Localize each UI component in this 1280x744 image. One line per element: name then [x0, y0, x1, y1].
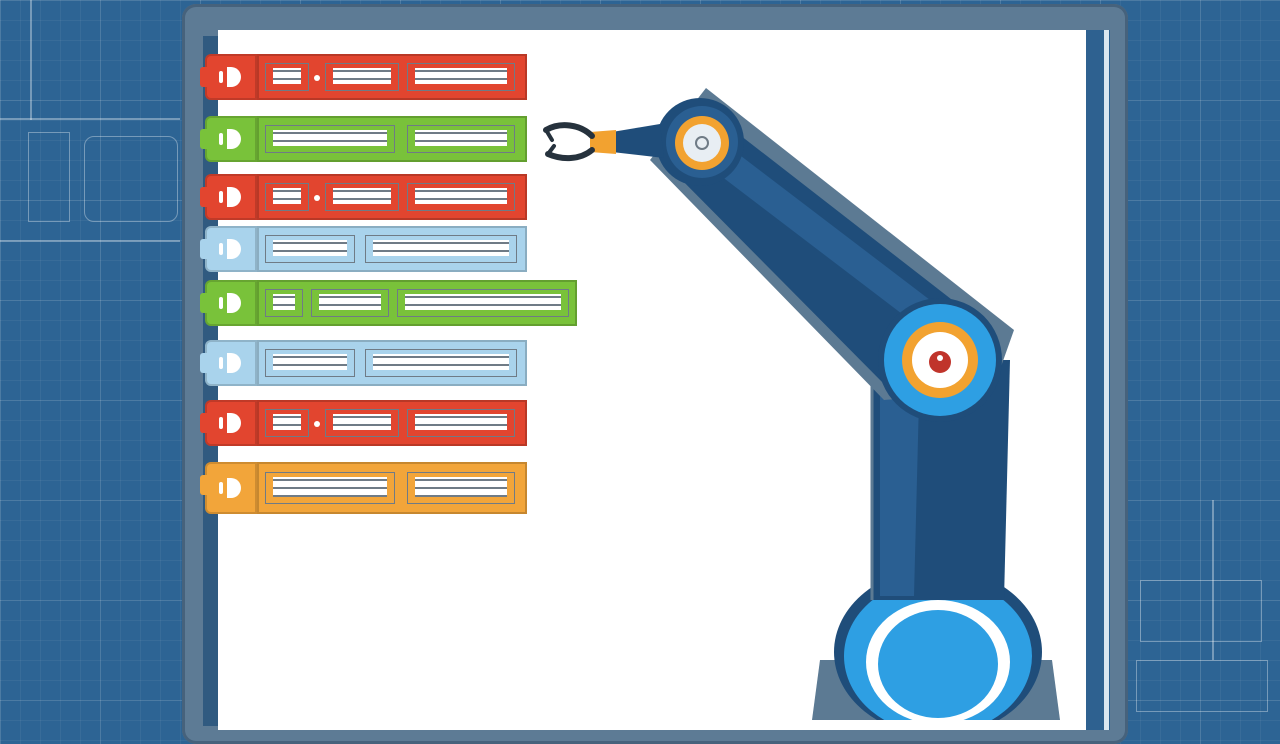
code-field [365, 349, 517, 377]
code-field [407, 472, 515, 504]
code-block-tab [200, 54, 257, 100]
code-field [325, 409, 399, 437]
puzzle-notch-icon [219, 129, 241, 149]
blueprint-line [0, 118, 180, 120]
puzzle-notch-icon [219, 187, 241, 207]
code-field [265, 63, 309, 91]
code-field [311, 289, 389, 317]
monitor-bezel-right [1086, 30, 1110, 730]
code-field [265, 349, 355, 377]
code-block-6[interactable] [200, 340, 527, 386]
blueprint-line [30, 0, 32, 120]
code-block-body [257, 54, 527, 100]
code-field [407, 63, 515, 91]
code-block-body [257, 462, 527, 514]
code-block-tab [200, 226, 257, 272]
puzzle-notch-icon [219, 413, 241, 433]
code-field [265, 125, 395, 153]
blueprint-sketch-right [1140, 580, 1262, 642]
code-field [365, 235, 517, 263]
code-connector [314, 421, 320, 427]
code-field [265, 409, 309, 437]
code-field [265, 235, 355, 263]
code-field [407, 125, 515, 153]
robot-arm-icon [543, 88, 1060, 720]
code-block-body [257, 174, 527, 220]
code-block-body [257, 340, 527, 386]
blueprint-sketch-left-panel [84, 136, 178, 222]
code-block-body [257, 400, 527, 446]
code-block-tab [200, 400, 257, 446]
puzzle-notch-icon [219, 478, 241, 498]
code-block-body [257, 226, 527, 272]
code-block-4[interactable] [200, 226, 527, 272]
puzzle-notch-icon [219, 293, 241, 313]
robot-arm-base [812, 568, 1060, 720]
code-field [265, 472, 395, 504]
code-block-tab [200, 340, 257, 386]
blueprint-sketch-left [28, 132, 70, 222]
code-block-3[interactable] [200, 174, 527, 220]
blueprint-line [1212, 500, 1214, 660]
joint-icon [878, 298, 1002, 422]
code-connector [314, 195, 320, 201]
code-block-tab [200, 116, 257, 162]
code-block-7[interactable] [200, 400, 527, 446]
code-field [265, 289, 303, 317]
blueprint-sketch-right-base [1136, 660, 1268, 712]
code-block-tab [200, 174, 257, 220]
code-block-tab [200, 462, 257, 514]
joint-icon [656, 98, 744, 186]
blueprint-line [0, 240, 180, 242]
puzzle-notch-icon [219, 239, 241, 259]
code-field [407, 183, 515, 211]
code-connector [314, 75, 320, 81]
code-field [265, 183, 309, 211]
puzzle-notch-icon [219, 67, 241, 87]
code-field [397, 289, 569, 317]
code-block-body [257, 280, 577, 326]
code-block-5[interactable] [200, 280, 577, 326]
code-block-2[interactable] [200, 116, 527, 162]
code-block-body [257, 116, 527, 162]
code-field [325, 63, 399, 91]
robot-arm-lower-segment [870, 360, 1010, 600]
code-block-tab [200, 280, 257, 326]
code-block-1[interactable] [200, 54, 527, 100]
code-block-8[interactable] [200, 462, 527, 514]
puzzle-notch-icon [219, 353, 241, 373]
code-field [407, 409, 515, 437]
gripper-icon [543, 122, 664, 162]
code-field [325, 183, 399, 211]
